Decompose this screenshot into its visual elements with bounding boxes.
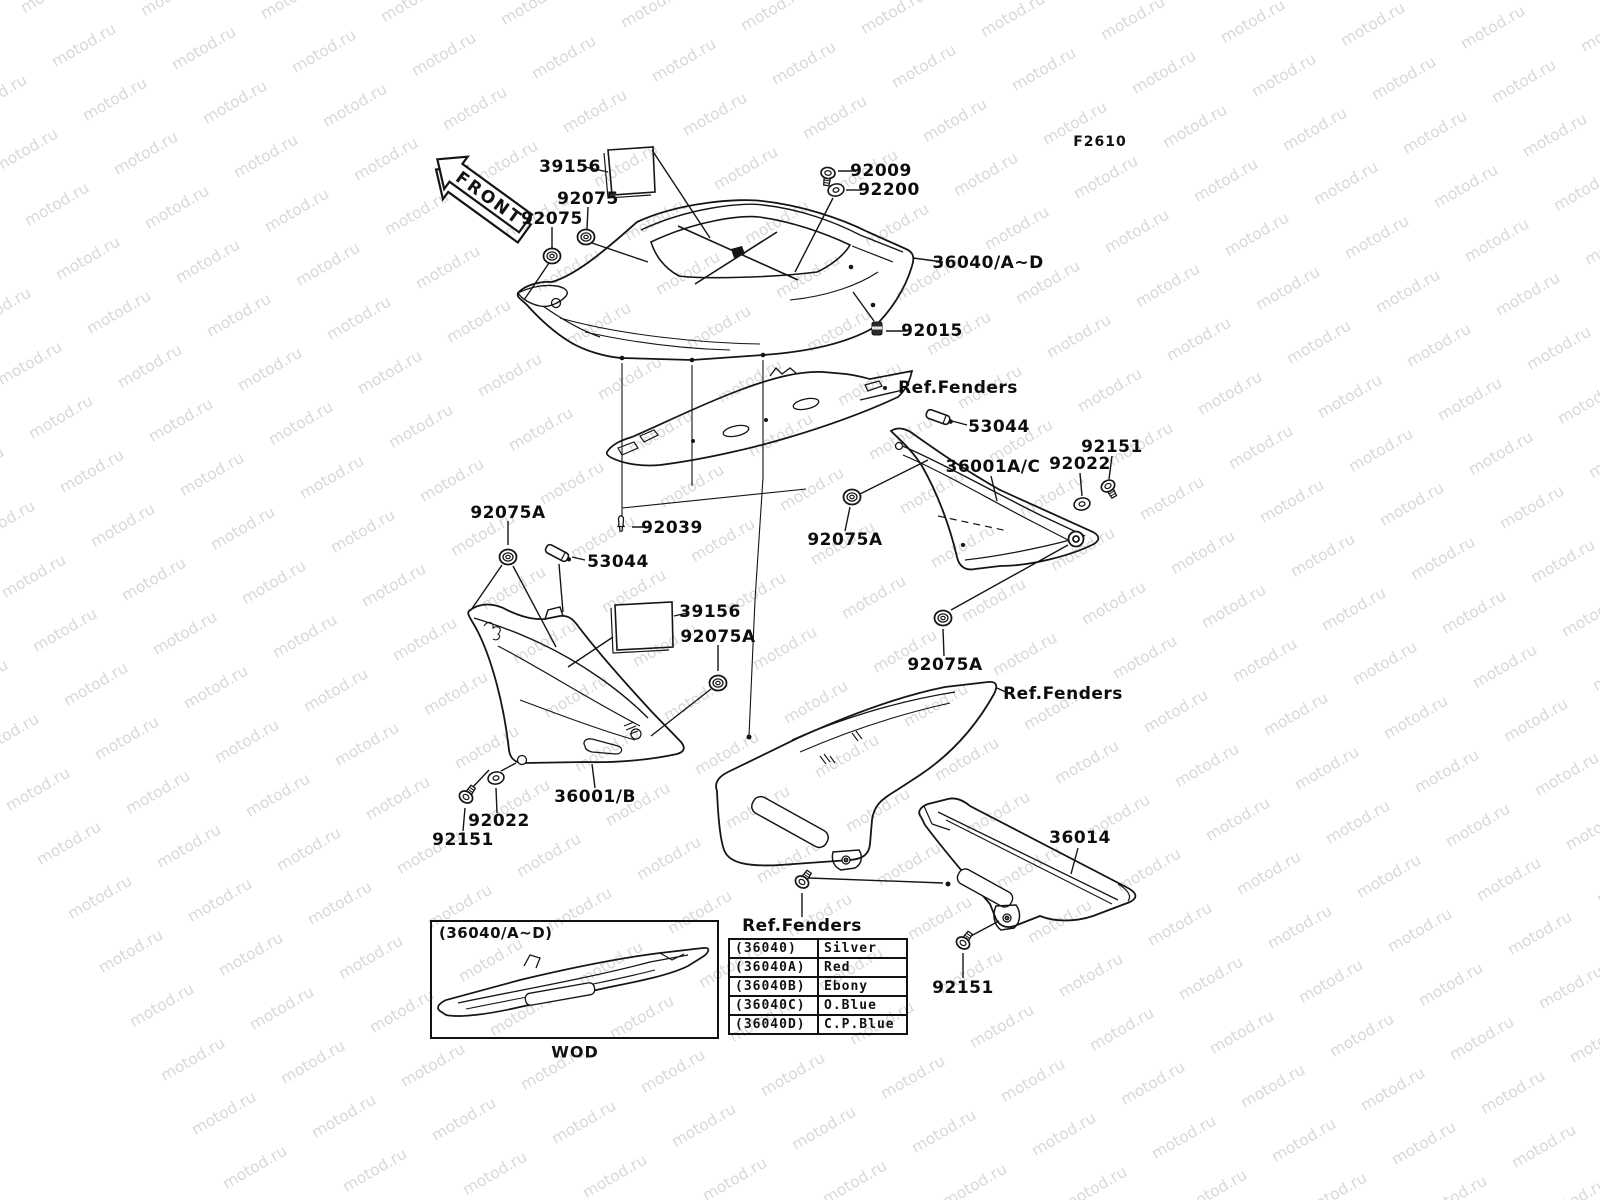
ref-table-row: (36040)Silver	[728, 938, 908, 959]
ref-table-color-cell: Silver	[817, 938, 908, 959]
part-side-cover-36001ac	[889, 427, 1100, 571]
front-arrow: FRONT	[434, 155, 534, 245]
part-label-92075-upper: 92075	[557, 189, 619, 209]
part-label-ref-fenders-mid: Ref.Fenders	[1003, 684, 1123, 704]
part-label-92075a-bottom: 92075A	[907, 655, 983, 675]
washer-icon-92022-left	[486, 769, 506, 787]
ref-table-color-cell: C.P.Blue	[817, 1014, 908, 1035]
washer-icon-92022-right	[1072, 495, 1092, 513]
pin-icon-92039	[617, 515, 625, 532]
part-label-ref-fenders-top: Ref.Fenders	[898, 378, 1018, 398]
part-label-39156-mid: 39156	[679, 602, 741, 622]
part-label-92075-lower: 92075	[521, 209, 583, 229]
pad-icon-39156-top	[603, 146, 656, 199]
inset-caption: WOD	[551, 1042, 599, 1062]
ref-table-color-cell: Ebony	[817, 976, 908, 997]
part-tail-cover-36040	[516, 199, 915, 363]
ref-table-row: (36040C)O.Blue	[728, 995, 908, 1016]
part-label-92075a-mid: 92075A	[680, 627, 756, 647]
part-label-92151-bottom: 92151	[932, 978, 994, 998]
part-label-92151-right: 92151	[1081, 437, 1143, 457]
part-label-92039: 92039	[641, 518, 703, 538]
ref-table-part-cell: (36040A)	[728, 957, 819, 978]
part-label-92200: 92200	[858, 180, 920, 200]
screw-icon-92151-bottom	[953, 927, 977, 953]
part-side-cover-right-bottom	[715, 681, 998, 871]
screw-icon-92151-left	[456, 781, 480, 807]
plug-icon-92015	[871, 321, 883, 336]
screw-icon-ref-fenders	[792, 866, 816, 892]
inset-box: (36040/A~D)	[430, 920, 719, 1039]
ref-table-row: (36040B)Ebony	[728, 976, 908, 997]
part-label-92022-right: 92022	[1049, 454, 1111, 474]
damper-icon-53044-right	[924, 407, 956, 428]
part-label-92022-left: 92022	[468, 811, 530, 831]
part-label-92009: 92009	[850, 161, 912, 181]
part-label-92075a-left: 92075A	[470, 503, 546, 523]
part-label-92075a-right: 92075A	[807, 530, 883, 550]
inset-title: (36040/A~D)	[439, 924, 553, 942]
screw-icon-92009	[818, 165, 837, 188]
ref-table-row: (36040D)C.P.Blue	[728, 1014, 908, 1035]
ref-table-row: (36040A)Red	[728, 957, 908, 978]
color-reference-table: (36040)Silver(36040A)Red(36040B)Ebony(36…	[728, 938, 908, 1035]
inset-side-cover-drawing	[437, 947, 710, 1017]
leader-lines	[462, 149, 1113, 978]
screw-icon-92151-right	[1098, 476, 1122, 502]
ref-table-part-cell: (36040)	[728, 938, 819, 959]
grommet-icon-92075a-mid	[708, 674, 728, 692]
grommet-icon-92075-upper	[576, 228, 596, 246]
pad-icon-39156-mid	[610, 601, 674, 654]
part-side-cover-36001b	[467, 603, 685, 766]
part-label-53044-left: 53044	[587, 552, 649, 572]
part-label-53044-right: 53044	[968, 417, 1030, 437]
part-label-36001ac: 36001A/C	[945, 457, 1041, 477]
part-label-36001b: 36001/B	[554, 787, 636, 807]
ref-table-part-cell: (36040D)	[728, 1014, 819, 1035]
part-chain-cover-36014	[918, 797, 1137, 931]
part-label-36014: 36014	[1049, 828, 1111, 848]
part-label-92015: 92015	[901, 321, 963, 341]
ref-table-part-cell: (36040B)	[728, 976, 819, 997]
grommet-icon-92075a-right	[842, 488, 862, 506]
part-label-39156-top: 39156	[539, 157, 601, 177]
grommet-icon-92075a-left	[498, 548, 518, 566]
part-label-ref-fenders-bottom: Ref.Fenders	[742, 916, 862, 936]
damper-icon-53044-left	[543, 542, 574, 566]
part-under-tail-fender	[605, 367, 914, 467]
part-label-92151-left: 92151	[432, 830, 494, 850]
part-label-36040-ad: 36040/A~D	[932, 253, 1044, 273]
ref-table-color-cell: Red	[817, 957, 908, 978]
grommet-icon-92075a-bottom	[933, 609, 953, 627]
ref-table-part-cell: (36040C)	[728, 995, 819, 1016]
ref-table-color-cell: O.Blue	[817, 995, 908, 1016]
figure-code: F2610	[1073, 134, 1127, 150]
grommet-icon-92075-lower	[542, 247, 562, 265]
